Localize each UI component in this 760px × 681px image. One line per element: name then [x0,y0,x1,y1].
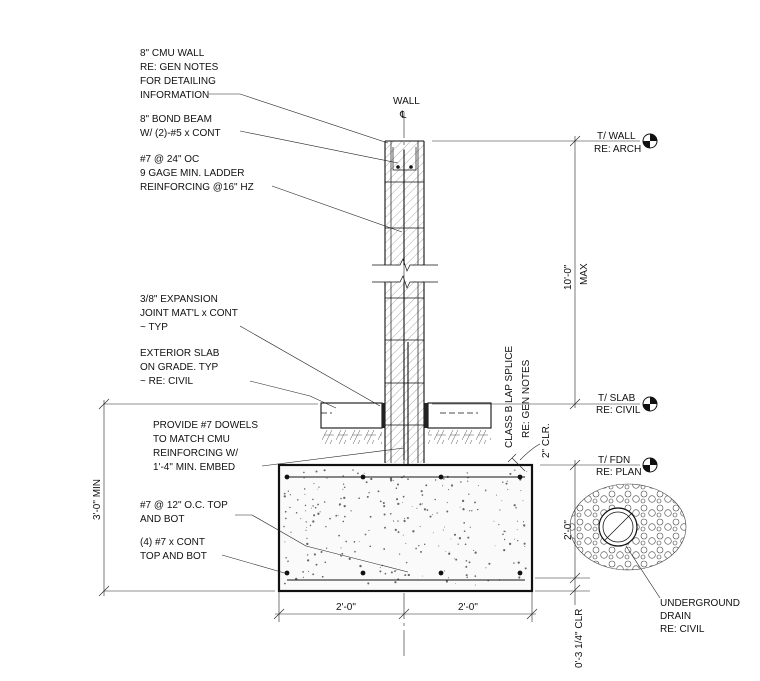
dim-wall-height: 10'-0" [563,264,574,290]
elev-slab-line1: T/ SLAB [598,393,636,404]
lap-splice-note: CLASS B LAP SPLICE RE: GEN NOTES [504,346,532,448]
note-line: INFORMATION [140,90,209,101]
note-line: TO MATCH CMU [153,434,230,445]
centerline-symbol: ℄ [399,110,407,121]
cmu-wall [372,140,520,574]
elev-wall-line1: T/ WALL [597,131,636,142]
note-line: EXTERIOR SLAB [140,348,220,359]
lap-splice-ref: RE: GEN NOTES [521,359,532,438]
elev-slab-line2: RE: CIVIL [596,405,641,416]
note-line: #7 @ 24" OC [140,154,199,165]
note-line: W/ (2)-#5 x CONT [140,128,221,139]
note-expansion-joint: 3/8" EXPANSION JOINT MAT'L x CONT ~ TYP [140,294,381,407]
note-line: 9 GAGE MIN. LADDER [140,168,244,179]
note-line: AND BOT [140,514,184,525]
dim-clear-top: 2" CLR. [541,423,552,458]
elevation-target-icon [642,396,658,412]
note-line: JOINT MAT'L x CONT [140,308,238,319]
note-line: UNDERGROUND [660,598,740,609]
note-line: 8" CMU WALL [140,48,205,59]
note-line: ~ RE: CIVIL [140,376,194,387]
note-line: 3/8" EXPANSION [140,294,218,305]
dimension-lines: 10'-0" MAX 3'-0" MIN 2'-0" 0'-3 1/4" CLR… [92,135,590,668]
concrete-aggregate [283,469,528,586]
note-cmu-wall: 8" CMU WALL RE: GEN NOTES FOR DETAILING … [140,48,389,144]
note-line: #7 @ 12" O.C. TOP [140,500,228,511]
note-line: REINFORCING @16" HZ [140,182,254,193]
exterior-slab [320,402,492,444]
note-line: FOR DETAILING [140,76,216,87]
note-line: (4) #7 x CONT [140,537,205,548]
elevation-target-icon [642,133,658,149]
note-vertical-reinforcing: #7 @ 24" OC 9 GAGE MIN. LADDER REINFORCI… [140,154,403,233]
dim-clear-bottom: 0'-3 1/4" CLR [574,609,585,668]
dim-max: MAX [579,263,590,285]
concrete-footing [277,463,534,593]
dim-left-width: 2'-0" [336,602,356,613]
note-line: 1'-4" MIN. EMBED [153,462,235,473]
elev-fdn-line1: T/ FDN [598,455,630,466]
lap-splice-label: CLASS B LAP SPLICE [504,346,515,448]
note-drain: UNDERGROUND DRAIN RE: CIVIL [625,545,740,635]
note-bond-beam: 8" BOND BEAM W/ (2)-#5 x CONT [140,114,399,164]
elev-fdn-line2: RE: PLAN [596,467,642,478]
elev-wall-line2: RE: ARCH [594,144,641,155]
note-line: RE: GEN NOTES [140,62,219,73]
note-line: TOP AND BOT [140,551,207,562]
elevation-target-icon [642,457,658,473]
note-line: ON GRADE. TYP [140,362,218,373]
note-top-bottom-bars: #7 @ 12" O.C. TOP AND BOT [140,500,409,573]
note-dowels: PROVIDE #7 DOWELS TO MATCH CMU REINFORCI… [153,420,405,473]
note-line: REINFORCING W/ [153,448,238,459]
dim-min-depth: 3'-0" MIN [92,479,103,520]
note-line: RE: CIVIL [660,624,705,635]
underground-drain [569,483,687,571]
wall-label: WALL [393,96,420,107]
note-exterior-slab: EXTERIOR SLAB ON GRADE. TYP ~ RE: CIVIL [140,348,337,409]
note-continuous-bars: (4) #7 x CONT TOP AND BOT [140,537,289,575]
note-line: ~ TYP [140,322,168,333]
note-line: PROVIDE #7 DOWELS [153,420,258,431]
note-line: 8" BOND BEAM [140,114,212,125]
note-line: DRAIN [660,611,691,622]
dim-footing-depth: 2'-0" [563,520,574,540]
elevation-markers: T/ WALL RE: ARCH T/ SLAB RE: CIVIL T/ FD… [432,131,658,478]
dim-right-width: 2'-0" [458,602,478,613]
